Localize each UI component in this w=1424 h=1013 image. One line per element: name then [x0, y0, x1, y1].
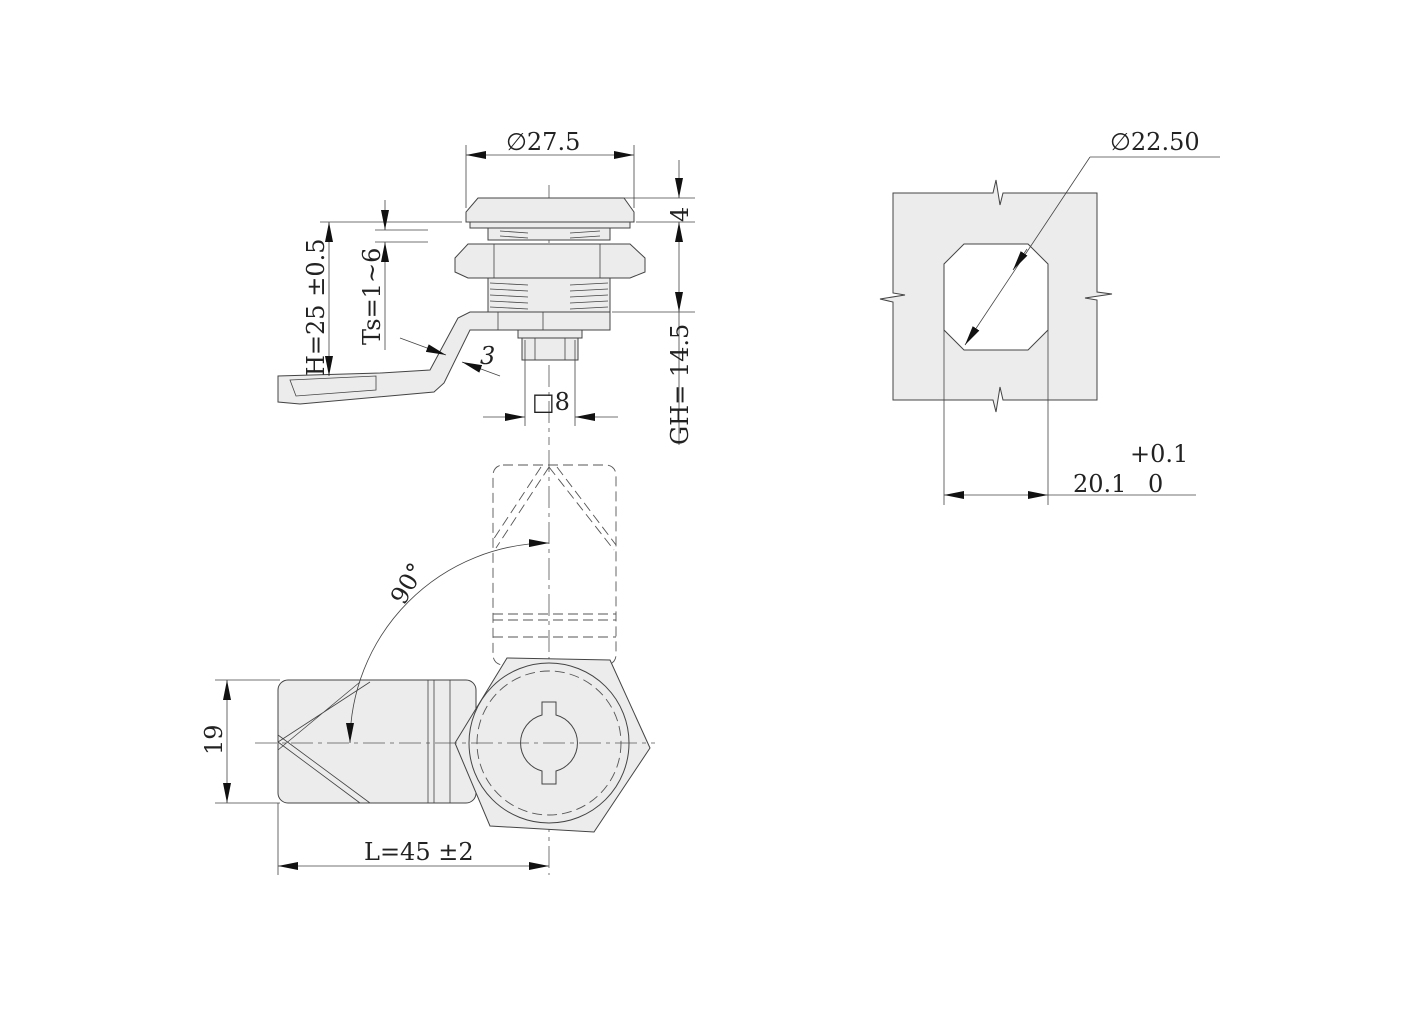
rotated-cam-outline — [492, 464, 617, 666]
cam — [277, 679, 477, 804]
cam-arm — [277, 311, 611, 405]
grip-height-label: GH= 14.5 — [666, 324, 694, 445]
diameter-label: ∅27.5 — [506, 128, 580, 156]
serrated-washer — [517, 329, 583, 339]
cam-length-label: L=45 ±2 — [364, 838, 474, 866]
tolerance-upper-label: +0.1 — [1130, 440, 1188, 468]
cutout-diameter-label: ∅22.50 — [1110, 128, 1200, 156]
thread-lines — [489, 230, 609, 310]
cap-height-label: 4 — [666, 207, 694, 222]
rotation-arc — [346, 539, 550, 744]
front-view: 90° 19 L=45 ±2 — [200, 450, 655, 875]
lock-cap — [465, 197, 635, 223]
cam-width-label: 19 — [200, 724, 228, 755]
cutout-hole — [943, 243, 1049, 351]
cam-thickness-label: 3 — [480, 342, 495, 370]
upper-thread — [487, 227, 611, 241]
side-view: ∅27.5 4 GH= 14.5 H=25 ±0.5 Ts=1~6 3 □8 — [277, 128, 695, 445]
cutout-width-label: 20.1 — [1073, 470, 1126, 498]
hex-nut — [454, 243, 646, 279]
square-drive-label: □8 — [532, 388, 570, 416]
tolerance-lower-label: 0 — [1148, 470, 1163, 498]
thickness-range-label: Ts=1~6 — [358, 248, 386, 345]
spindle-nut — [521, 337, 579, 361]
panel-cutout-view: ∅22.50 20.1 +0.1 0 — [879, 128, 1220, 505]
lower-thread — [487, 277, 611, 313]
height-label: H=25 ±0.5 — [302, 239, 330, 376]
cap-flange — [469, 221, 631, 229]
rotation-label: 90° — [385, 558, 431, 609]
